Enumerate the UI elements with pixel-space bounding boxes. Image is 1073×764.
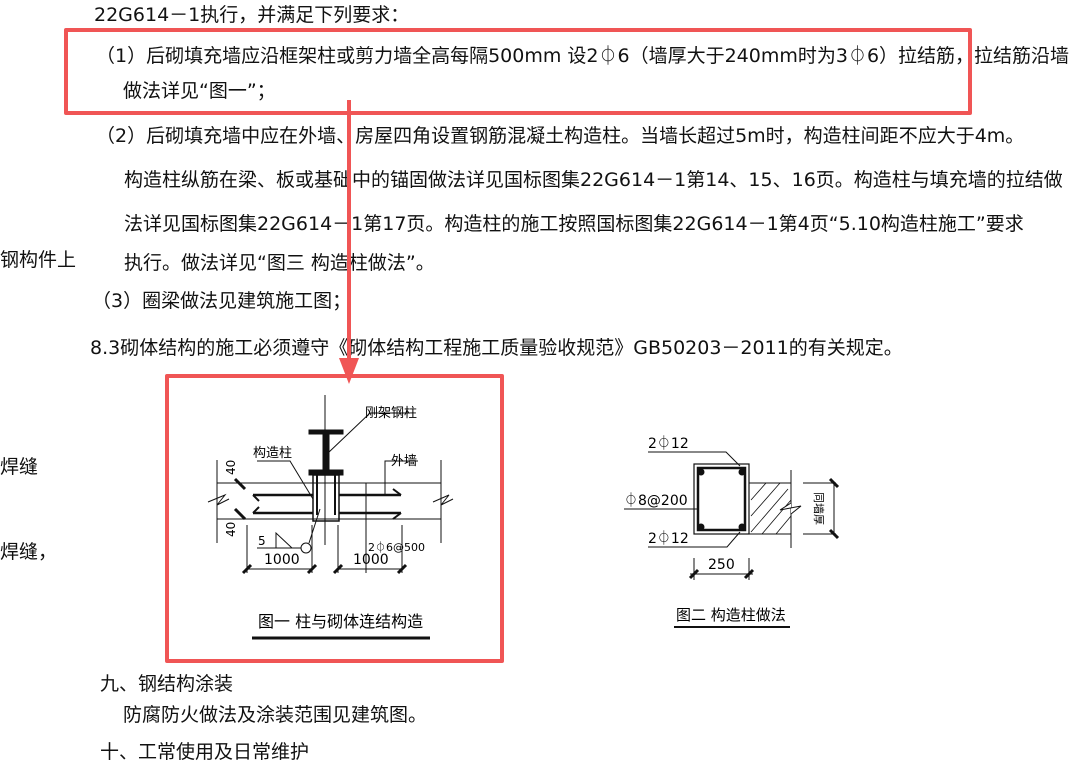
section-9-body: 防腐防火做法及涂装范围见建筑图。 [123,704,428,726]
arrow-head-icon [339,358,359,384]
item1-line2: 做法详见“图一”； [123,80,276,102]
dim-top-label: 40 [224,460,238,475]
exterior-wall-leader [384,460,418,496]
highlight-box-figure1 [165,374,504,663]
annotation-arrow [339,100,359,384]
item2-line4: 执行。做法详见“图三 构造柱做法”。 [124,252,435,274]
constructional-column-label: 构造柱 [253,446,292,461]
section-8-3-line: 8.3砌体结构的施工必须遵守《砌体结构工程施工质量验收规范》GB50203－20… [90,337,903,359]
steel-column-leader [327,412,410,454]
width-label: 250 [708,557,735,573]
margin-fragment-1: 钢构件上 [0,249,77,271]
exterior-wall-label: 外墙 [391,454,417,469]
figure2-caption: 图二 构造柱做法 [676,606,786,624]
section-9-title: 九、钢结构涂装 [100,673,234,695]
weld-size-label: 5 [258,534,266,548]
item2-line3: 法详见国标图集22G614－1第17页。构造柱的施工按照国标图集22G614－1… [124,213,1024,235]
section-10-partial: 十、工常使用及日常维护 [100,741,310,763]
figure2-drawing: 2⏀12 ⏀8@200 2⏀12 250 同墙厚 图二 构造柱做法 [624,435,840,628]
item2-line2: 构造柱纵筋在梁、板或基础中的锚固做法详见国标图集22G614－1第14、15、1… [124,169,1063,191]
span-right-label: 1000 [353,552,389,568]
item3-line: （3）圈梁做法见建筑施工图； [92,290,352,312]
stirrup-label: ⏀8@200 [624,492,688,509]
span-left-label: 1000 [264,552,300,568]
wall-thickness-label: 同墙厚 [812,492,826,525]
tie-bar-label: 2⏀6@500 [368,540,425,554]
constructional-column-outline [312,474,340,522]
figure1-drawing: 刚架钢柱 构造柱 外墙 40 40 5 2⏀6@500 1000 1000 图一… [207,395,454,640]
steel-column-label: 刚架钢柱 [365,406,417,421]
stirrup [696,466,747,532]
item1-line1: （1）后砌填充墙应沿框架柱或剪力墙全高每隔500mm 设2⏀6（墙厚大于240m… [96,45,1070,67]
highlight-box-item1 [64,28,972,115]
figure1-caption: 图一 柱与砌体连结构造 [258,612,423,631]
dim-bottom-label: 40 [224,522,238,537]
constructional-column-leader [257,460,314,500]
margin-fragment-3: 焊缝， [0,541,58,563]
margin-fragment-2: 焊缝 [0,456,39,478]
bottom-bars-label: 2⏀12 [648,530,689,547]
intro-tail-line: 22G614－1执行，并满足下列要求： [94,4,410,26]
item2-line1: （2）后砌填充墙中应在外墙、房屋四角设置钢筋混凝土构造柱。当墙长超过5m时，构造… [96,125,1025,147]
top-bars-label: 2⏀12 [648,435,689,452]
